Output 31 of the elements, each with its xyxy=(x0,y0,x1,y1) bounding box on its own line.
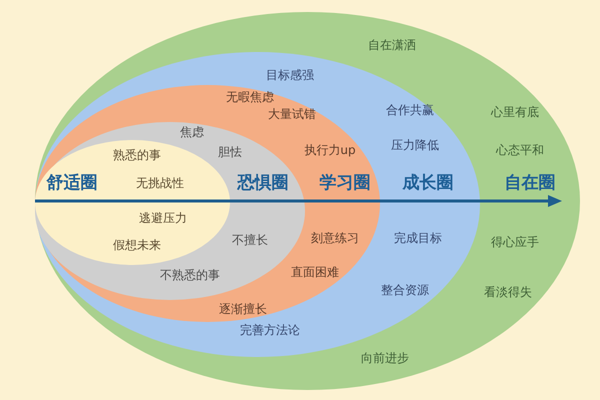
zone-trait: 自在潇洒 xyxy=(368,38,416,52)
zone-trait: 完成目标 xyxy=(394,231,442,245)
zone-trait: 向前进步 xyxy=(361,351,409,365)
zone-trait: 直面困难 xyxy=(291,265,339,279)
zone-trait: 得心应手 xyxy=(491,235,539,249)
zone-title: 成长圈 xyxy=(402,173,454,193)
zone-trait: 无挑战性 xyxy=(136,176,184,190)
zone-trait: 逃避压力 xyxy=(139,211,187,225)
zone-trait: 心态平和 xyxy=(496,143,544,157)
zone-trait: 胆怯 xyxy=(218,145,242,159)
zone-title: 舒适圈 xyxy=(46,173,98,193)
zone-trait: 无暇焦虑 xyxy=(226,90,274,104)
zone-trait: 心里有底 xyxy=(491,105,539,119)
zone-trait: 刻意练习 xyxy=(311,231,359,245)
zone-trait: 压力降低 xyxy=(391,138,439,152)
zone-trait: 大量试错 xyxy=(268,107,316,121)
zone-trait: 不擅长 xyxy=(232,233,268,247)
zone-trait: 熟悉的事 xyxy=(113,148,161,162)
zone-title: 自在圈 xyxy=(504,173,556,193)
zone-trait: 合作共赢 xyxy=(386,103,434,117)
zone-trait: 逐渐擅长 xyxy=(219,302,267,316)
zone-trait: 目标感强 xyxy=(266,68,314,82)
zone-trait: 整合资源 xyxy=(381,283,429,297)
zone-title: 学习圈 xyxy=(320,173,370,193)
zone-trait: 不熟悉的事 xyxy=(160,268,220,282)
zone-trait: 看淡得失 xyxy=(484,285,532,299)
zone-trait: 完善方法论 xyxy=(240,323,300,337)
zone-trait: 执行力up xyxy=(304,143,356,157)
zone-title: 恐惧圈 xyxy=(238,173,288,193)
zone-trait: 焦虑 xyxy=(180,125,204,139)
zone-trait: 假想未来 xyxy=(113,238,161,252)
